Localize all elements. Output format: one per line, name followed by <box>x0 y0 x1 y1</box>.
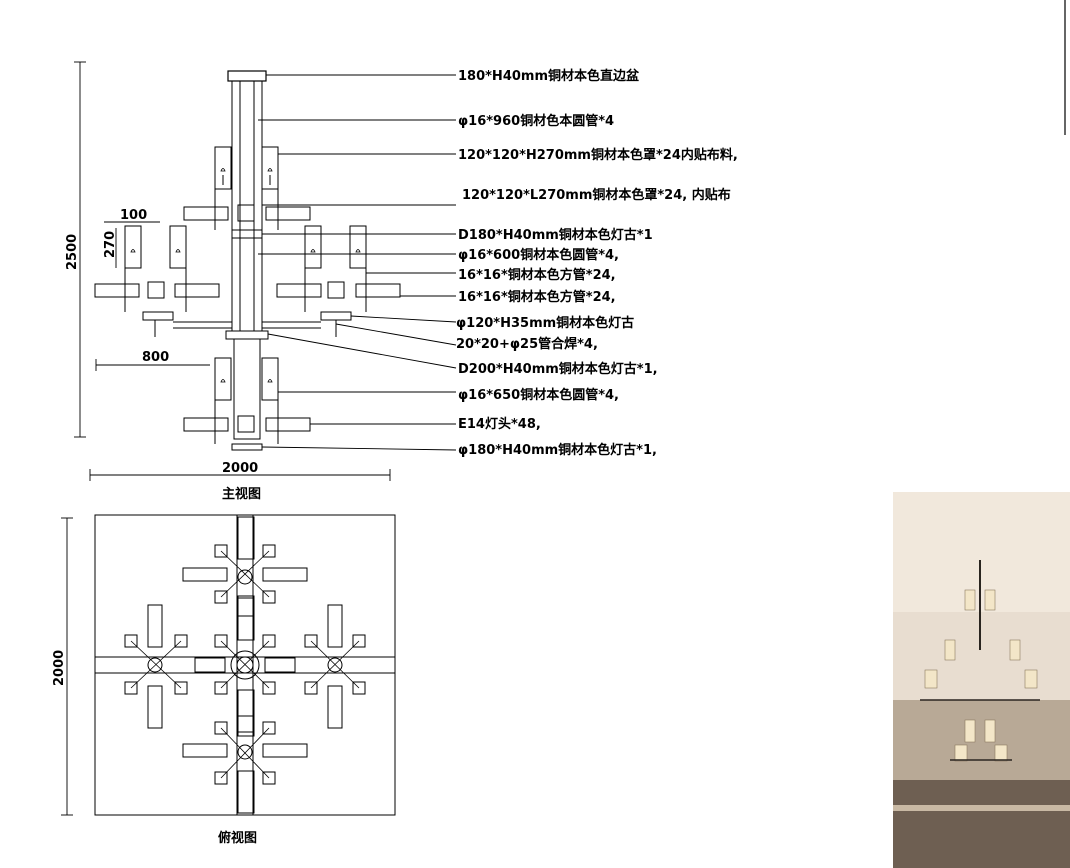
arm-span-dimension: 800 <box>142 350 169 365</box>
front-dimensions <box>74 61 391 481</box>
leader-lines <box>258 74 457 451</box>
annotation: φ180*H40mm铜材本色灯古*1, <box>458 442 657 458</box>
shade-height-dimension: 270 <box>103 231 118 258</box>
annotation: 120*120*H270mm铜材本色罩*24内贴布料, <box>458 147 738 163</box>
annotation: 120*120*L270mm铜材本色罩*24, 内贴布 <box>462 187 731 203</box>
annotation: 16*16*铜材本色方管*24, <box>458 267 616 283</box>
top-view <box>94 514 396 816</box>
annotation: D180*H40mm铜材本色灯古*1 <box>458 227 653 243</box>
chandelier-photo <box>893 492 1070 868</box>
annotation: φ16*600铜材本色圆管*4, <box>458 247 619 263</box>
annotation: E14灯头*48, <box>458 416 541 432</box>
top-view-caption: 俯视图 <box>218 830 257 846</box>
annotation: 180*H40mm铜材本色直边盆 <box>458 68 640 84</box>
front-view-caption: 主视图 <box>222 486 261 502</box>
front-view <box>94 70 401 451</box>
annotation: 20*20+φ25管合焊*4, <box>456 336 598 352</box>
width-dimension: 2000 <box>222 461 258 476</box>
top-height-dimension: 2000 <box>52 650 67 686</box>
height-dimension: 2500 <box>65 234 80 270</box>
annotation: 16*16*铜材本色方管*24, <box>458 289 616 305</box>
shade-width-dimension: 100 <box>120 208 147 223</box>
top-dimensions <box>61 517 73 816</box>
annotation: φ120*H35mm铜材本色灯古 <box>456 315 634 331</box>
annotation: φ16*960铜材色本圆管*4 <box>458 113 614 129</box>
annotation: φ16*650铜材本色圆管*4, <box>458 387 619 403</box>
annotation: D200*H40mm铜材本色灯古*1, <box>458 361 658 377</box>
annotation-labels: 180*H40mm铜材本色直边盆 φ16*960铜材色本圆管*4 120*120… <box>456 68 738 458</box>
